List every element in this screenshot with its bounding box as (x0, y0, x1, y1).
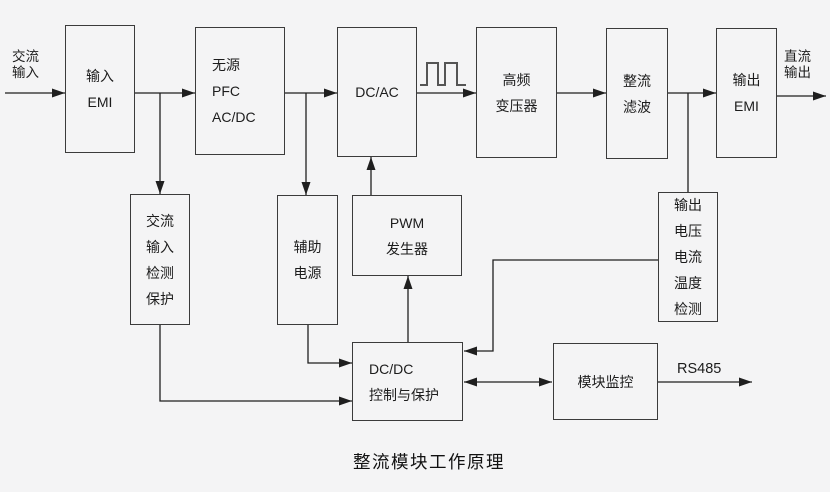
block-aux-power-text: 辅助 (293, 239, 322, 255)
block-output-emi: 输出 EMI (716, 28, 777, 158)
block-passive-pfc-text: PFC (212, 83, 240, 99)
block-rectifier-filter-text: 滤波 (623, 98, 651, 115)
block-ac-input-detect-text: 输入 (146, 238, 174, 255)
block-pwm-generator: PWM 发生器 (352, 195, 462, 276)
dc-output-label-text: 输出 (784, 65, 811, 80)
block-hf-transformer: 高频 变压器 (476, 27, 557, 158)
block-ac-input-detect: 交流 输入 检测 保护 (130, 194, 190, 325)
block-output-emi-text: EMI (734, 98, 759, 114)
block-output-detect-text: 电压 (674, 223, 702, 239)
block-output-detect: 输出 电压 电流 温度 检测 (658, 192, 718, 322)
block-rectifier-filter: 整流 滤波 (606, 28, 668, 159)
block-passive-pfc-text: 无源 (212, 57, 240, 73)
block-hf-transformer-text: 高频 (502, 71, 531, 88)
block-input-emi-text: 输入 (86, 68, 114, 84)
block-rectifier-filter-text: 整流 (623, 72, 651, 89)
diagram-title: 整流模块工作原理 (353, 452, 505, 472)
block-dcdc-control-text: 控制与保护 (369, 386, 439, 403)
block-hf-transformer-text: 变压器 (495, 97, 538, 114)
arrow-output-detect-to-dcdc (464, 259, 658, 356)
ac-input-label-text: 输入 (12, 65, 39, 80)
square-wave-icon (420, 62, 466, 86)
dc-output-label-text: 直流 (784, 49, 811, 64)
block-aux-power-text: 电源 (293, 265, 322, 281)
ac-input-label-text: 交流 (12, 49, 39, 64)
block-dcdc-control-text: DC/DC (369, 360, 414, 377)
block-passive-pfc-text: AC/DC (212, 109, 256, 125)
block-aux-power: 辅助 电源 (277, 195, 338, 325)
block-dc-ac-text: DC/AC (355, 84, 399, 100)
dc-output-label: 直流 输出 (784, 49, 811, 81)
block-module-monitor: 模块监控 (553, 343, 658, 420)
block-output-detect-text: 电流 (674, 249, 702, 265)
block-ac-input-detect-text: 保护 (146, 290, 174, 307)
ac-input-label: 交流 输入 (12, 49, 39, 81)
block-ac-input-detect-text: 检测 (146, 264, 174, 281)
block-ac-input-detect-text: 交流 (146, 212, 174, 229)
block-dcdc-control: DC/DC 控制与保护 (352, 342, 463, 421)
block-pwm-generator-text: 发生器 (386, 240, 428, 257)
block-dc-ac: DC/AC (337, 27, 417, 157)
block-output-detect-text: 温度 (674, 275, 702, 291)
rs485-label: RS485 (677, 361, 722, 377)
block-module-monitor-text: 模块监控 (577, 373, 634, 390)
block-output-emi-text: 输出 (732, 72, 761, 88)
arrow-ac-detect-to-dcdc (159, 325, 352, 406)
block-input-emi-text: EMI (87, 94, 113, 110)
block-passive-pfc: 无源 PFC AC/DC (195, 27, 285, 155)
arrow-aux-power-to-dcdc (307, 325, 352, 368)
block-pwm-generator-text: PWM (389, 214, 425, 231)
block-output-detect-text: 检测 (674, 301, 702, 317)
block-output-detect-text: 输出 (674, 197, 702, 213)
block-input-emi: 输入 EMI (65, 25, 135, 153)
